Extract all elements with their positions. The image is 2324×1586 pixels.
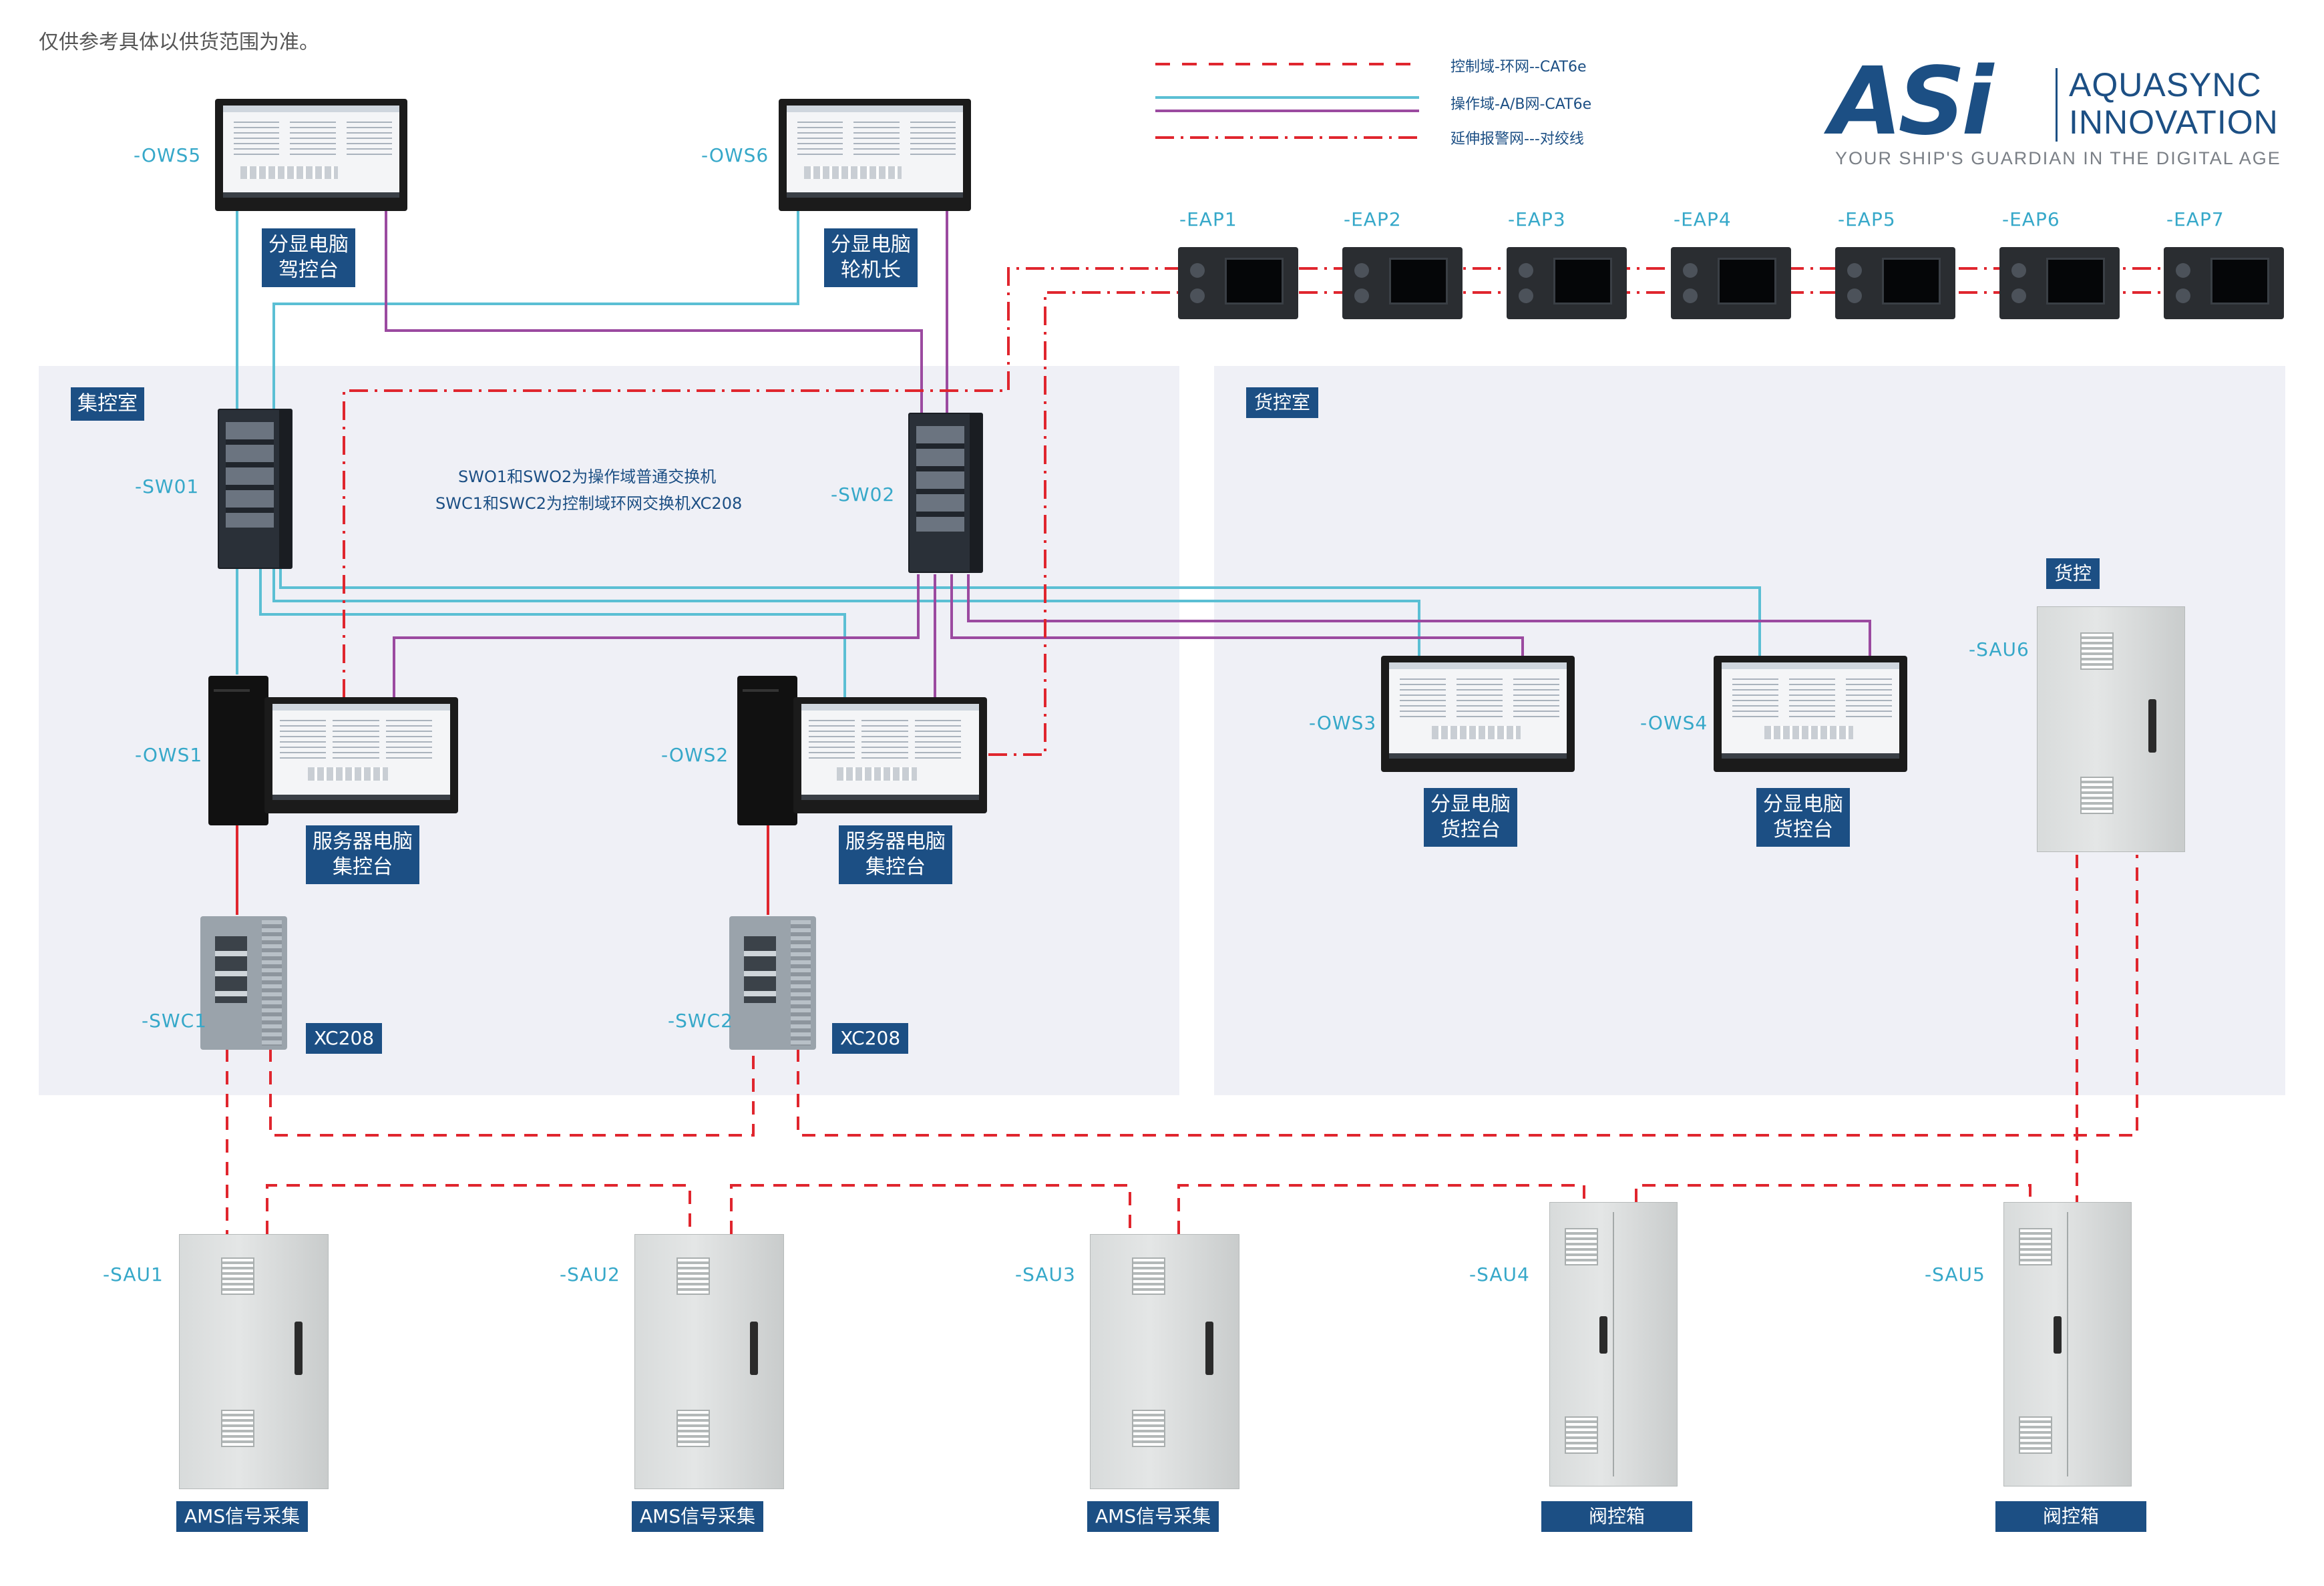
ows1-label: -OWS1 <box>135 744 203 766</box>
sau5-cabinet <box>2003 1202 2132 1486</box>
ows5-label: -OWS5 <box>134 144 202 166</box>
eap3-label: -EAP3 <box>1508 208 1566 230</box>
sau6-label: -SAU6 <box>1969 638 2029 660</box>
ring-sau4-sau5 <box>1635 1184 2031 1202</box>
logo-tagline: YOUR SHIP'S GUARDIAN IN THE DIGITAL AGE <box>1835 148 2281 168</box>
eap6-label: -EAP6 <box>2002 208 2060 230</box>
logo-mark: ASi <box>1830 47 1993 156</box>
sau2-cabinet <box>634 1234 784 1489</box>
zone-label-engine: 集控室 <box>71 387 144 421</box>
sau6-caption: 货控 <box>2046 558 2100 589</box>
sau1-caption: AMS信号采集 <box>176 1501 309 1532</box>
ows5-caption: 分显电脑 驾控台 <box>262 228 355 287</box>
ows2-tower <box>737 676 797 825</box>
company-logo: ASi AQUASYNC INNOVATION YOUR SHIP'S GUAR… <box>1830 47 2297 172</box>
ows6-label: -OWS6 <box>701 144 769 166</box>
ows3-caption: 分显电脑 货控台 <box>1424 788 1517 847</box>
eap7-panel <box>2164 247 2284 319</box>
ring-sau1-sau2 <box>266 1184 691 1234</box>
swc1-label: -SWC1 <box>142 1010 207 1032</box>
sau4-cabinet <box>1549 1202 1678 1486</box>
sau4-caption: 阀控箱 <box>1541 1501 1692 1532</box>
ows2-caption: 服务器电脑 集控台 <box>839 825 952 884</box>
sw01-switch <box>218 409 293 569</box>
sau2-label: -SAU2 <box>560 1263 620 1285</box>
zone-label-cargo: 货控室 <box>1246 387 1319 418</box>
sau5-caption: 阀控箱 <box>1995 1501 2146 1532</box>
sw01-label: -SW01 <box>135 475 200 498</box>
eap4-label: -EAP4 <box>1674 208 1732 230</box>
sau3-cabinet <box>1090 1234 1239 1489</box>
sw02-switch <box>908 413 983 573</box>
ring-sau3-sau4 <box>1177 1184 1585 1234</box>
eap4-panel <box>1671 247 1791 319</box>
ows4-monitor <box>1714 656 1907 772</box>
eap2-label: -EAP2 <box>1344 208 1402 230</box>
ows1-monitor <box>264 697 458 813</box>
eap3-panel <box>1507 247 1627 319</box>
sau6-cabinet <box>2037 606 2185 852</box>
sau3-label: -SAU3 <box>1015 1263 1076 1285</box>
ows4-caption: 分显电脑 货控台 <box>1756 788 1850 847</box>
legend-control-ring: 控制域-环网--CAT6e <box>1450 59 1587 75</box>
eap1-label: -EAP1 <box>1179 208 1237 230</box>
swc2-model: XC208 <box>832 1023 909 1054</box>
logo-name-line2: INNOVATION <box>2069 104 2279 141</box>
ows6-monitor <box>779 99 971 211</box>
ows3-label: -OWS3 <box>1309 712 1377 734</box>
sau1-label: -SAU1 <box>103 1263 164 1285</box>
eap2-panel <box>1342 247 1463 319</box>
logo-name-line1: AQUASYNC <box>2069 66 2262 104</box>
ows4-label: -OWS4 <box>1640 712 1708 734</box>
sau2-caption: AMS信号采集 <box>632 1501 764 1532</box>
sau3-caption: AMS信号采集 <box>1087 1501 1219 1532</box>
ows2-monitor <box>793 697 987 813</box>
disclaimer: 仅供参考具体以供货范围为准。 <box>39 31 319 54</box>
ring-sau2-sau3 <box>730 1184 1131 1234</box>
ows2-label: -OWS2 <box>661 744 729 766</box>
eap5-label: -EAP5 <box>1838 208 1896 230</box>
ows6-caption: 分显电脑 轮机长 <box>824 228 918 287</box>
ows1-caption: 服务器电脑 集控台 <box>306 825 419 884</box>
logo-divider <box>2056 68 2058 142</box>
swc2-switch <box>729 916 816 1050</box>
eap5-panel <box>1835 247 1955 319</box>
eap1-panel <box>1178 247 1298 319</box>
ows5-monitor <box>215 99 407 211</box>
legend-alarm-net: 延伸报警网---对绞线 <box>1450 131 1584 148</box>
legend-operation-net: 操作域-A/B网-CAT6e <box>1450 96 1592 113</box>
sau4-label: -SAU4 <box>1469 1263 1530 1285</box>
swc2-label: -SWC2 <box>668 1010 733 1032</box>
note-line2: SWC1和SWC2为控制域环网交换机XC208 <box>435 494 743 513</box>
sau1-cabinet <box>179 1234 329 1489</box>
note-line1: SWO1和SWO2为操作域普通交换机 <box>458 467 717 486</box>
ows3-monitor <box>1381 656 1575 772</box>
sau5-label: -SAU5 <box>1925 1263 1985 1285</box>
ows1-tower <box>208 676 268 825</box>
sw02-label: -SW02 <box>831 483 896 506</box>
swc1-model: XC208 <box>306 1023 383 1054</box>
eap6-panel <box>1999 247 2120 319</box>
eap7-label: -EAP7 <box>2166 208 2224 230</box>
swc1-switch <box>200 916 287 1050</box>
